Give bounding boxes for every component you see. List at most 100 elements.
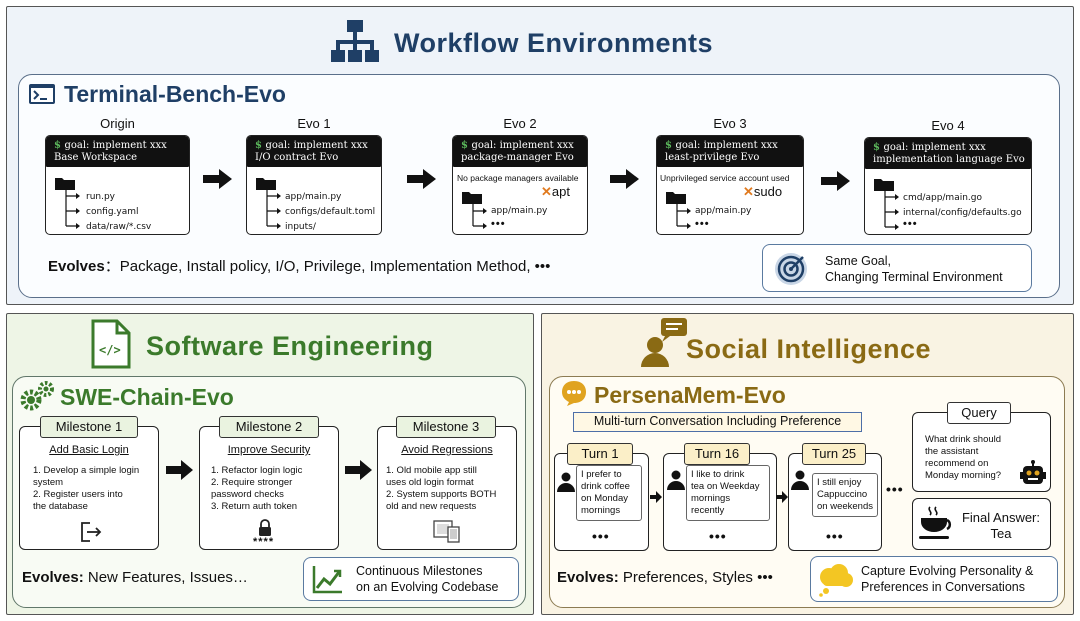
person-chat-icon (641, 318, 687, 367)
file-item: app/main.py (491, 206, 548, 216)
goal-header: $ goal: implement xxx package-manager Ev… (453, 136, 587, 167)
evolves-label: Evolves (48, 258, 105, 275)
query-tag: Query (947, 402, 1011, 424)
message-line: recently (691, 505, 725, 516)
tree-lines (884, 191, 899, 230)
removed-marker: ✕sudo (743, 184, 782, 200)
message-line: I like to drink (691, 469, 745, 480)
stage-evo3: Evo 3 (656, 116, 804, 131)
goal-header: $ goal: implement xxx I/O contract Evo (247, 136, 381, 167)
callout-text: Capture Evolving Personality & Preferenc… (861, 563, 1033, 595)
turn-tag: Turn 1 (567, 443, 633, 465)
stage-label: Evo 3 (713, 116, 747, 131)
evolves-label: Evolves: (557, 569, 619, 586)
stage-origin: Origin (45, 116, 190, 131)
file-item: data/raw/*.csv (86, 222, 152, 232)
arrow-right-icon (203, 169, 232, 189)
callout-line: Changing Terminal Environment (825, 270, 1003, 284)
goal-header: $ goal: implement xxx implementation lan… (865, 138, 1031, 169)
arrow-right-icon (407, 169, 436, 189)
stage-evo4: Evo 4 (864, 118, 1032, 133)
workspace-subtitle: package-manager Evo (461, 152, 574, 163)
query-line: recommend on (925, 458, 989, 469)
goal-header: $ goal: implement xxx least-privilege Ev… (657, 136, 803, 167)
target-icon (775, 253, 807, 285)
more-turns-indicator: ••• (886, 481, 904, 497)
callout-line: Same Goal, (825, 254, 892, 268)
message-line: on Monday (581, 493, 629, 504)
folder-icon (666, 192, 686, 204)
milestone-line: old and new requests (386, 501, 477, 512)
folder-icon (256, 178, 276, 190)
workflow-title: Workflow Environments (394, 28, 714, 58)
arrow-right-icon (821, 171, 850, 191)
robot-icon (1020, 460, 1046, 484)
workspace-subtitle: Base Workspace (54, 152, 138, 163)
milestone-line: 1. Old mobile app still (386, 465, 477, 476)
milestone-title: Avoid Regressions (401, 444, 493, 456)
tree-lines (472, 204, 487, 229)
query-line: Monday morning? (925, 470, 1002, 481)
milestone-line: 2. System supports BOTH (386, 489, 497, 500)
file-item: run.py (86, 192, 116, 202)
query-line: What drink should (925, 434, 1002, 445)
workspace-box: $ goal: implement xxx Base Workspace run… (45, 135, 190, 235)
workspace-subtitle: implementation language Evo (873, 154, 1025, 165)
env-note: No package managers available (457, 173, 579, 183)
tree-lines (65, 190, 80, 229)
evolves-text: Preferences, Styles ••• (622, 569, 773, 586)
logout-icon (81, 522, 102, 542)
workspace-box: $ goal: implement xxx package-manager Ev… (452, 135, 588, 235)
callout-text: Continuous Milestones on an Evolving Cod… (356, 563, 498, 595)
user-icon (667, 470, 685, 490)
terminal-bench-title: Terminal-Bench-Evo (64, 81, 286, 107)
code-file-icon: </> (91, 319, 131, 369)
cross-icon: ✕ (541, 184, 552, 199)
cross-icon: ✕ (743, 184, 754, 199)
more-indicator: ••• (826, 528, 844, 544)
folder-icon (874, 179, 894, 191)
file-item: app/main.py (695, 206, 752, 216)
milestone-text: 1. Old mobile app still uses old login f… (386, 465, 516, 513)
stage-label: Evo 4 (931, 118, 965, 133)
goal-text: goal: implement xxx (471, 140, 574, 151)
milestone-box (19, 426, 159, 550)
evolves-text: New Features, Issues… (87, 569, 248, 586)
query-text: What drink should the assistant recommen… (925, 434, 1001, 482)
persenamem-title: PersenaMem-Evo (594, 382, 786, 408)
chat-message: I like to drink tea on Weekday mornings … (686, 465, 770, 521)
milestone-line: the database (33, 501, 88, 512)
message-line: Cappuccino (817, 489, 868, 500)
milestone-text: 1. Develop a simple login system 2. Regi… (33, 465, 157, 513)
milestone-line: password checks (211, 489, 284, 500)
stage-label: Evo 1 (297, 116, 331, 131)
milestone-tag: Milestone 1 (40, 416, 138, 438)
milestone-text: 1. Refactor login logic 2. Require stron… (211, 465, 337, 513)
answer-value: Tea (990, 526, 1012, 541)
more-files: ••• (903, 218, 918, 230)
workflow-icon (331, 20, 379, 62)
milestone-line: uses old login format (386, 477, 474, 488)
marker-text: sudo (753, 184, 783, 199)
more-indicator: ••• (592, 528, 610, 544)
swe-callout: Continuous Milestones on an Evolving Cod… (303, 557, 519, 601)
more-files: ••• (695, 218, 710, 230)
terminal-evolves: Evolves：Package, Install policy, I/O, Pr… (48, 255, 550, 276)
swe-evolves: Evolves: New Features, Issues… (22, 569, 248, 586)
milestone-title: Add Basic Login (49, 444, 129, 456)
workspace-subtitle: I/O contract Evo (255, 152, 339, 163)
milestone-title: Improve Security (227, 444, 311, 456)
stage-evo1: Evo 1 (246, 116, 382, 131)
pm-evolves: Evolves: Preferences, Styles ••• (557, 569, 773, 586)
stage-label: Origin (100, 116, 135, 131)
gears-icon (20, 381, 54, 411)
swe-title: SWE-Chain-Evo (60, 384, 234, 410)
user-icon (791, 470, 809, 490)
arrow-right-icon (776, 491, 788, 503)
thought-cloud-icon (819, 564, 853, 597)
file-item: cmd/app/main.go (903, 193, 983, 203)
stage-label: Evo 2 (503, 116, 537, 131)
turn-tag: Turn 25 (802, 443, 866, 465)
more-indicator: ••• (709, 528, 727, 544)
goal-text: goal: implement xxx (265, 140, 368, 151)
